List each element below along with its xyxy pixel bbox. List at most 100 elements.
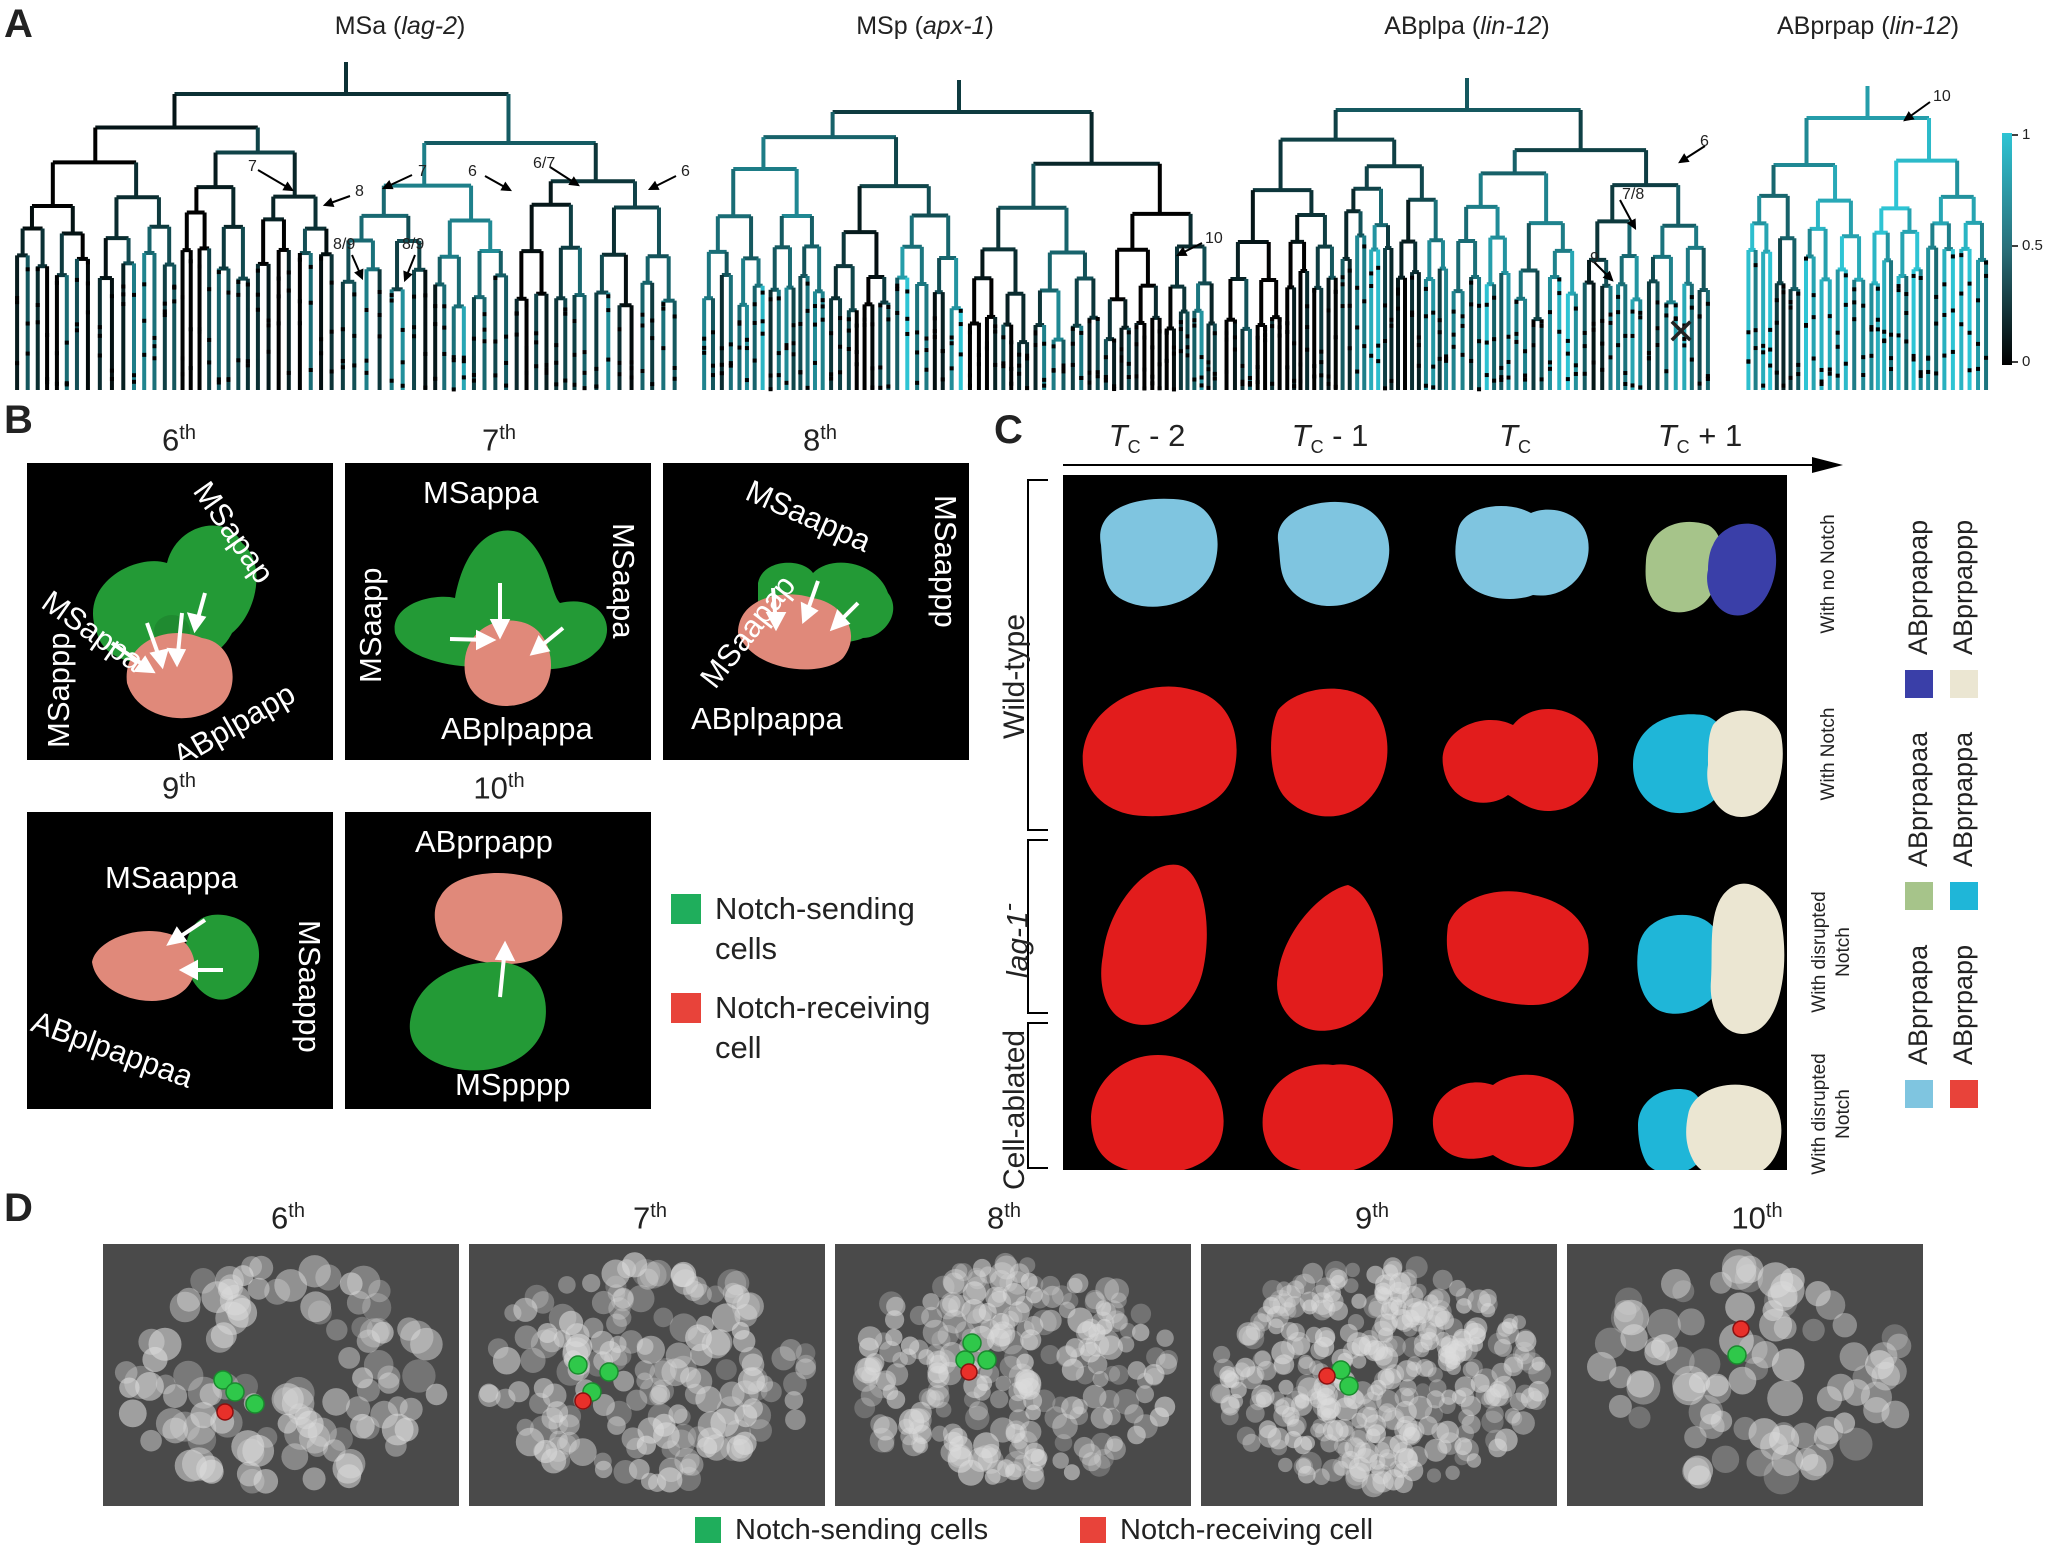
embryo-cell (1757, 1262, 1794, 1298)
embryo-cell (1242, 1327, 1265, 1350)
embryo-cell (927, 1379, 949, 1401)
embryo-cell (1374, 1442, 1390, 1458)
embryo-cell (1351, 1293, 1367, 1309)
embryo-cell (968, 1447, 993, 1472)
embryo-cell (1294, 1273, 1316, 1295)
embryo-cell (997, 1459, 1015, 1478)
embryo-cell (1339, 1324, 1358, 1342)
embryo-cell (1402, 1337, 1424, 1358)
embryo-cell (1470, 1373, 1490, 1393)
ordinal-d-10th: 10th (1731, 1200, 1783, 1236)
embryo-cell (1292, 1275, 1307, 1290)
embryo-cell (1402, 1460, 1424, 1482)
embryo-cell (1384, 1364, 1405, 1384)
embryo-cell (942, 1294, 961, 1313)
embryo-cell (879, 1340, 901, 1363)
embryo-cell (1839, 1427, 1873, 1461)
embryo-cell (1104, 1438, 1126, 1460)
embryo-cell (979, 1266, 997, 1284)
cell-label: MSaapa (606, 523, 641, 639)
embryo-cell (898, 1418, 915, 1435)
embryo-cell (1132, 1323, 1150, 1342)
embryo-cell (1118, 1336, 1135, 1353)
embryo-cell (972, 1304, 992, 1324)
embryo-cell (795, 1358, 816, 1380)
embryo-cell (1813, 1425, 1839, 1451)
embryo-cell (1672, 1280, 1695, 1303)
embryo-cell (690, 1283, 712, 1305)
embryo-cell (1497, 1321, 1513, 1337)
embryo-cell (1394, 1387, 1415, 1408)
embryo-cell (613, 1370, 635, 1392)
embryo-cell (771, 1346, 796, 1371)
embryo-cell (653, 1358, 678, 1382)
embryo-cell (1759, 1308, 1793, 1342)
embryo-cell (1099, 1389, 1120, 1411)
embryo-cell (274, 1269, 308, 1302)
embryo-cell (716, 1396, 746, 1425)
embryo-cell (962, 1281, 987, 1305)
embryo-cell (163, 1384, 188, 1409)
embryo-cell (273, 1387, 299, 1412)
embryo-cell (1870, 1342, 1898, 1370)
embryo-cell (169, 1291, 201, 1323)
embryo-cell (347, 1265, 381, 1299)
embryo-cell (931, 1330, 951, 1350)
ordinal-7th: 7th (482, 422, 516, 458)
embryo-cell (1382, 1337, 1398, 1353)
embryo-cell (199, 1383, 222, 1406)
embryo-cell (676, 1466, 701, 1491)
embryo-cell (1220, 1394, 1240, 1414)
embryo-cell (990, 1321, 1016, 1347)
notch-sending-cell (213, 1370, 233, 1390)
embryo-cell (1456, 1298, 1472, 1314)
embryo-cell (989, 1270, 1013, 1293)
embryo-cell (639, 1261, 667, 1289)
embryo-cell (1380, 1368, 1402, 1390)
embryo-cell (559, 1431, 580, 1453)
embryo-cell (350, 1413, 375, 1439)
embryo-cell (1020, 1329, 1042, 1351)
embryo-cell (1273, 1405, 1295, 1427)
embryo-cell (611, 1288, 634, 1312)
embryo-cell (979, 1319, 1000, 1340)
embryo-cell (1839, 1342, 1869, 1371)
embryo-cell (1298, 1451, 1322, 1476)
embryo-cell (1008, 1363, 1035, 1390)
embryo-cell (1815, 1290, 1846, 1320)
embryo-cell (140, 1429, 162, 1452)
embryo-cell (1688, 1465, 1712, 1489)
embryo-cell (1711, 1445, 1740, 1473)
embryo-cell (1008, 1394, 1027, 1413)
embryo-cell (1224, 1372, 1240, 1388)
embryo-cell (857, 1326, 883, 1351)
embryo-cell (861, 1367, 880, 1386)
embryo-cell (1458, 1409, 1475, 1426)
embryo-cell (1245, 1321, 1265, 1341)
embryo-cell (394, 1417, 419, 1442)
embryo-cell (942, 1269, 969, 1295)
embryo-cell (1504, 1408, 1521, 1424)
embryo-cell (118, 1399, 147, 1428)
embryo-cell (1268, 1318, 1284, 1335)
embryo-cell (1040, 1345, 1060, 1365)
legend-swatch (671, 993, 701, 1023)
embryo-cell (1384, 1410, 1405, 1430)
embryo-cell (726, 1435, 754, 1462)
embryo-cell (281, 1443, 309, 1471)
embryo-cell (957, 1459, 984, 1486)
notch-sending-cell (225, 1382, 245, 1402)
embryo-cell (1096, 1302, 1117, 1322)
embryo-cell (1023, 1391, 1043, 1411)
embryo-cell (954, 1263, 973, 1282)
embryo-cell (1312, 1418, 1328, 1434)
embryo-cell (1381, 1407, 1405, 1431)
embryo-cell (911, 1436, 927, 1453)
embryo-cell (1504, 1353, 1524, 1373)
panel-letter-d: D (4, 1186, 33, 1230)
embryo-cell (1005, 1420, 1027, 1442)
embryo-cell (1108, 1364, 1129, 1385)
annotation: 10 (1933, 88, 1951, 105)
embryo-cell (553, 1330, 572, 1348)
